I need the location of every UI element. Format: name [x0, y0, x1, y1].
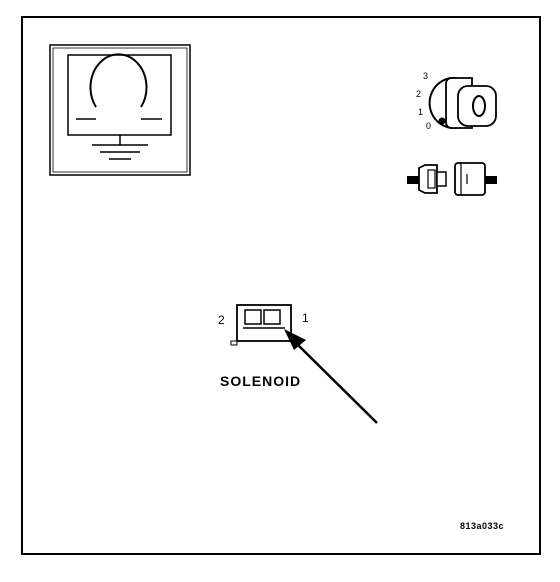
diagram-border: [21, 16, 541, 555]
ignition-position-3: 3: [423, 71, 429, 81]
solenoid-pin-2: 2: [218, 313, 225, 327]
solenoid-pin-1: 1: [302, 311, 309, 325]
disconnected-connector-icon: [407, 162, 497, 196]
ignition-position-1: 1: [418, 107, 424, 117]
solenoid-label: SOLENOID: [220, 373, 302, 389]
pointer-arrow-icon: [284, 329, 378, 424]
figure-code: 813a033c: [460, 521, 505, 531]
ignition-position-0: 0: [426, 121, 432, 131]
solenoid-connector-icon: [230, 304, 292, 346]
ignition-key-icon: [428, 77, 497, 129]
ohmmeter-icon: [49, 44, 191, 176]
ignition-position-2: 2: [416, 89, 422, 99]
